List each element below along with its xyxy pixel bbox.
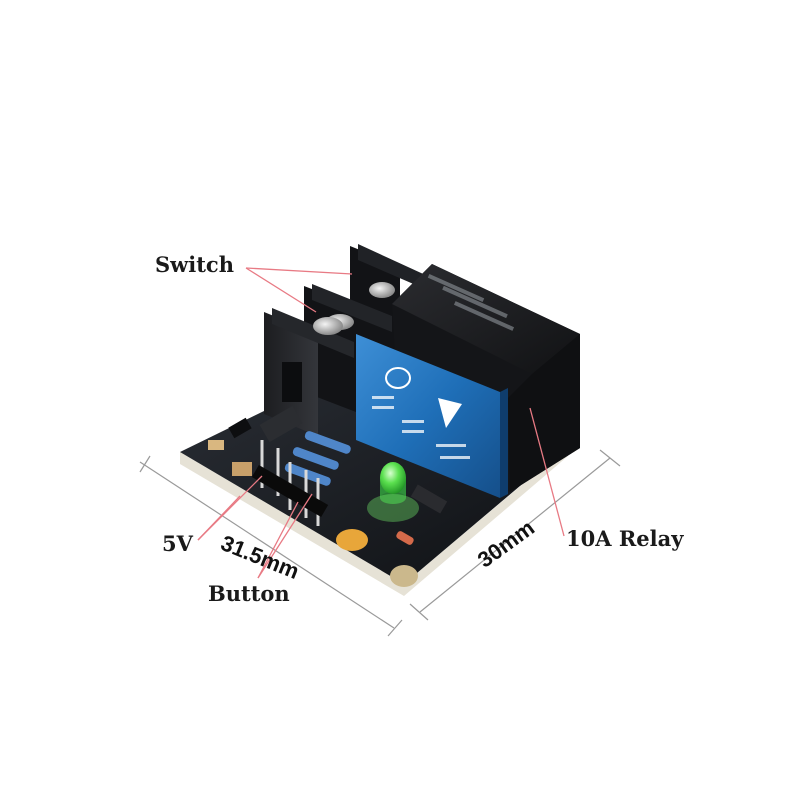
relay-label: 10A Relay [566, 526, 684, 551]
pcb-components [208, 405, 448, 587]
five-volt-label: 5V [162, 531, 193, 556]
led [367, 462, 419, 522]
wireless-module [356, 334, 508, 498]
dimension-line-length [139, 455, 403, 637]
dimension-line-width [409, 449, 621, 621]
button-label: Button [208, 581, 290, 606]
leader-lines [197, 267, 565, 579]
switch-label: Switch [155, 252, 234, 277]
